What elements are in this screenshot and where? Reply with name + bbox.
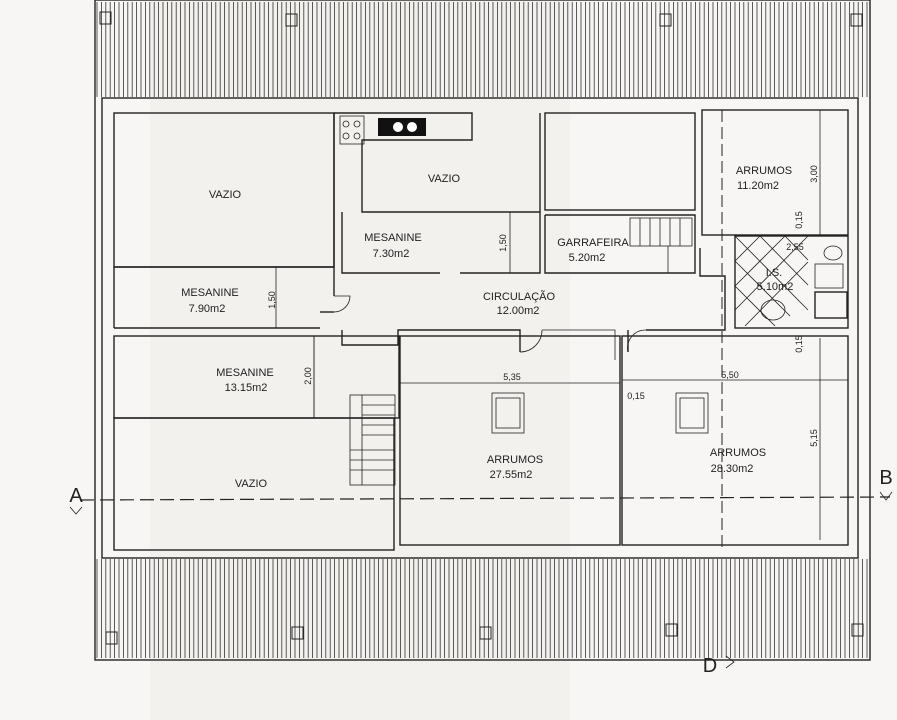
room-mesanine-center-name: MESANINE	[364, 232, 421, 244]
room-mesanine-left-area: 7.90m2	[189, 303, 226, 315]
interior-walls	[113, 109, 849, 551]
roof-anchor-markers	[99, 11, 864, 645]
room-vazio-top-center: VAZIO	[428, 173, 461, 185]
dim-535: 5,35	[503, 372, 521, 382]
roof-bottom-hatch	[96, 559, 868, 658]
dim-515: 5,15	[809, 429, 819, 447]
room-circulacao-name: CIRCULAÇÃO	[483, 290, 556, 303]
section-arrow-b	[879, 491, 893, 501]
dim-200: 2,00	[303, 367, 313, 385]
room-arrumos-center-name: ARRUMOS	[487, 454, 543, 466]
room-arrumos-right-name: ARRUMOS	[710, 447, 766, 459]
section-marker-b: B	[879, 467, 892, 489]
section-line-ab	[79, 496, 891, 501]
dimension-lines	[313, 110, 848, 540]
roof-top-hatch	[96, 2, 868, 97]
room-arrumos-center-area: 27.55m2	[490, 469, 533, 481]
section-arrow-d	[725, 655, 735, 669]
section-arrow-a	[69, 506, 83, 515]
room-mesanine-big-name: MESANINE	[216, 367, 273, 379]
dim-015-a: 0,15	[627, 391, 645, 401]
building-outline	[94, 0, 871, 661]
room-is-name: I.S.	[766, 267, 783, 279]
room-is-area: 5.10m2	[757, 281, 794, 293]
room-vazio-top-left: VAZIO	[209, 189, 242, 201]
room-mesanine-center-area: 7.30m2	[373, 248, 410, 260]
floor-outline	[101, 97, 859, 559]
room-garrafeira-name: GARRAFEIRA	[557, 237, 629, 249]
room-mesanine-left-name: MESANINE	[181, 287, 238, 299]
section-marker-a: A	[69, 485, 83, 507]
room-arrumos-top-right-name: ARRUMOS	[736, 165, 792, 177]
dim-300: 3,00	[809, 165, 819, 183]
dim-015-c: 0,15	[794, 335, 804, 353]
dim-150-center: 1,50	[498, 234, 508, 252]
room-arrumos-top-right-area: 11.20m2	[737, 180, 779, 192]
dim-550: 5,50	[721, 370, 739, 380]
room-garrafeira-area: 5.20m2	[569, 252, 606, 264]
section-marker-d: D	[703, 655, 717, 677]
room-circulacao-area: 12.00m2	[497, 305, 540, 317]
dim-150-left: 1,50	[267, 291, 277, 309]
dim-015-b: 0,15	[794, 211, 804, 229]
room-vazio-bottom-left: VAZIO	[235, 478, 268, 490]
dim-255: 2,55	[786, 242, 804, 252]
room-mesanine-big-area: 13.15m2	[225, 382, 268, 394]
room-arrumos-right-area: 28.30m2	[711, 463, 754, 475]
